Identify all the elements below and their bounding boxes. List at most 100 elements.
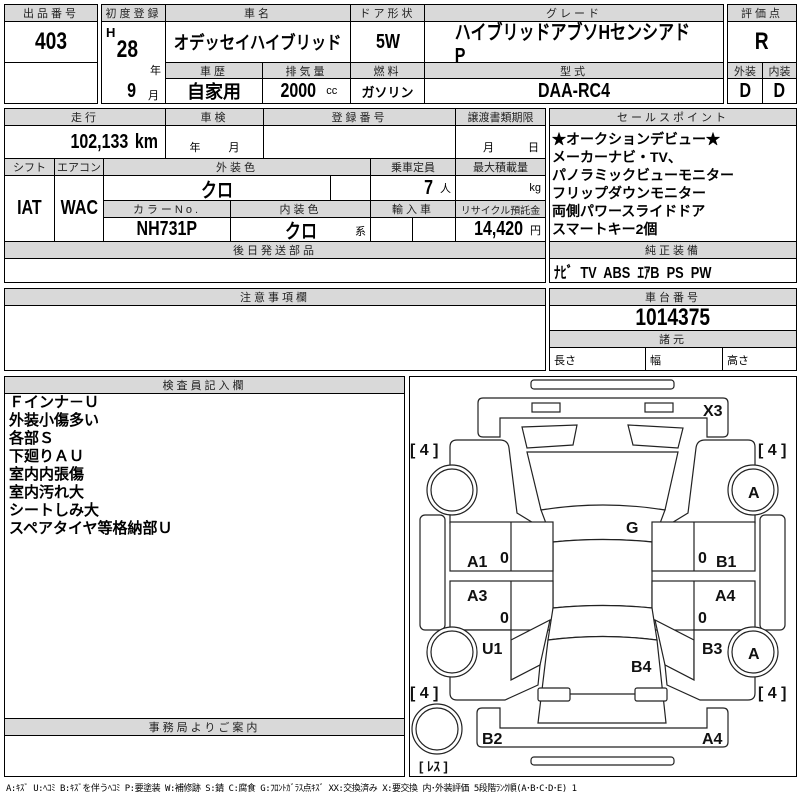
taillight-left [537,687,571,702]
spec-height: 高さ [722,347,797,371]
later-parts-label: 後日発送部品 [4,241,546,259]
spec-width: 幅 [645,347,723,371]
fuel: ガソリン [350,78,425,104]
mark-rear-bumper-l: B2 [482,731,503,748]
score-label: 評価点 [727,4,797,22]
inspector-box [4,393,405,719]
mark-tire-fl: [ 4 ] [410,442,438,459]
front-bumper-bar [530,379,675,390]
mileage-label: 走行 [4,108,166,126]
sales-points-list: ★オークションデビュー★ メーカーナビ・TV、 パノラミックビューモニター フリ… [552,130,734,238]
inspector-note: 下廻りＡＵ [9,448,85,465]
front-door-left [449,521,554,572]
front-bumper [477,397,729,438]
car-name-label: 車名 [165,4,351,22]
sales-point: フリップダウンモニター [552,185,706,201]
first-reg-cell: H 28 年 9 月 [101,21,166,104]
inspector-note: 各部Ｓ [9,430,55,447]
equipment-label: 純正装備 [549,241,797,259]
tailgate [537,635,667,724]
mark-rear-door-l: A3 [467,588,488,605]
import-label: 輸入車 [370,200,456,218]
ext-color-label: 外装色 [103,158,371,176]
mark-front-bumper: X3 [703,403,723,420]
mark-spare: [ ﾚｽ ] [419,759,448,774]
shift-label: シフト [4,158,55,176]
car-diagram: X3 [ 4 ] [ 4 ] A G A1 B1 A3 A4 U1 B3 A B… [410,379,786,774]
transfer-label: 譲渡書類期限 [455,108,546,126]
hood [526,451,679,511]
sales-point: 両側パワースライドドア [552,203,706,219]
inspector-note: Ｆインナ－Ｕ [9,394,100,411]
sales-points-label: セールスポイント [549,108,797,126]
headlight-right [644,402,674,413]
door-handle-mark: 0 [500,610,509,627]
mark-tailgate: B4 [631,659,652,676]
int-color: クロ系 [230,217,371,243]
model-code: DAA-RC4 [424,78,724,104]
sales-point: メーカーナビ・TV、 [552,149,682,165]
grade: ハイブリッドアブソHセンシアドP [424,21,724,67]
tire-front-right [727,464,779,516]
inspection-date: 年月 [165,125,264,159]
office-label: 事務局よりご案内 [4,718,405,736]
chassis-number: 1014375 [549,304,797,331]
ac-label: エアコン [54,158,104,176]
notes-label: 注意事項欄 [4,288,546,306]
history-label: 車歴 [165,62,263,79]
sales-points-box [549,125,797,242]
front-door-right [651,521,756,572]
specs-label: 諸元 [549,330,797,348]
mark-tire-fr: [ 4 ] [758,442,786,459]
color-no-label: カラーNo. [103,200,231,218]
legend: A:ｷｽﾞ U:ﾍｺﾐ B:ｷｽﾞを伴うﾍｺﾐ P:要塗装 W:補修跡 S:錆 … [6,784,577,794]
reg-no [263,125,456,159]
rear-glass [547,604,658,641]
office-notes [4,735,405,777]
door-handle-mark: 0 [698,610,707,627]
tire-rear-left [426,626,478,678]
inspector-note: 室内汚れ大 [9,484,85,501]
rear-bumper-bar [530,756,675,766]
door-type: 5W [350,21,425,63]
reg-year: 28 [116,36,139,63]
rear-bumper [476,707,729,748]
lot-empty [4,62,98,104]
spec-length: 長さ [549,347,646,371]
max-load-label: 最大積載量 [455,158,546,176]
car-name: オデッセイハイブリッド [165,21,351,63]
taillight-right [634,687,668,702]
int-score: D [762,78,797,104]
mark-rear-bumper-r: A4 [702,731,723,748]
recycle-label: リサイクル預託金 [455,200,546,218]
reg-month: 9 [127,80,137,102]
roof [552,538,653,609]
ext-score-label: 外装 [727,62,763,79]
fuel-label: 燃料 [350,62,425,79]
mark-tire-rr: [ 4 ] [758,685,786,702]
ext-color-extra [330,175,371,201]
side-step-right [759,514,786,631]
ac: WAC [54,175,104,242]
year-unit: 年 [150,65,161,77]
capacity-label: 乗車定員 [370,158,456,176]
first-reg-label: 初度登録 [101,4,166,22]
mark-front-door-r: B1 [716,554,737,571]
lot-number: 403 [4,21,98,63]
inspector-note: スペアタイヤ等格納部Ｕ [9,520,173,537]
tire-rear-right [727,626,779,678]
spare-tire [411,703,463,755]
ext-color: クロ [103,175,331,202]
windshield [540,504,666,543]
import-b [412,217,456,242]
sales-point: ★オークションデビュー★ [552,131,720,147]
sales-point: パノラミックビューモニター [552,167,734,183]
door-handle-mark: 0 [500,550,509,567]
max-load: kg [455,175,546,201]
headlight-left [531,402,561,413]
inspector-note: 外装小傷多い [9,412,100,429]
inspection-label: 車検 [165,108,264,126]
